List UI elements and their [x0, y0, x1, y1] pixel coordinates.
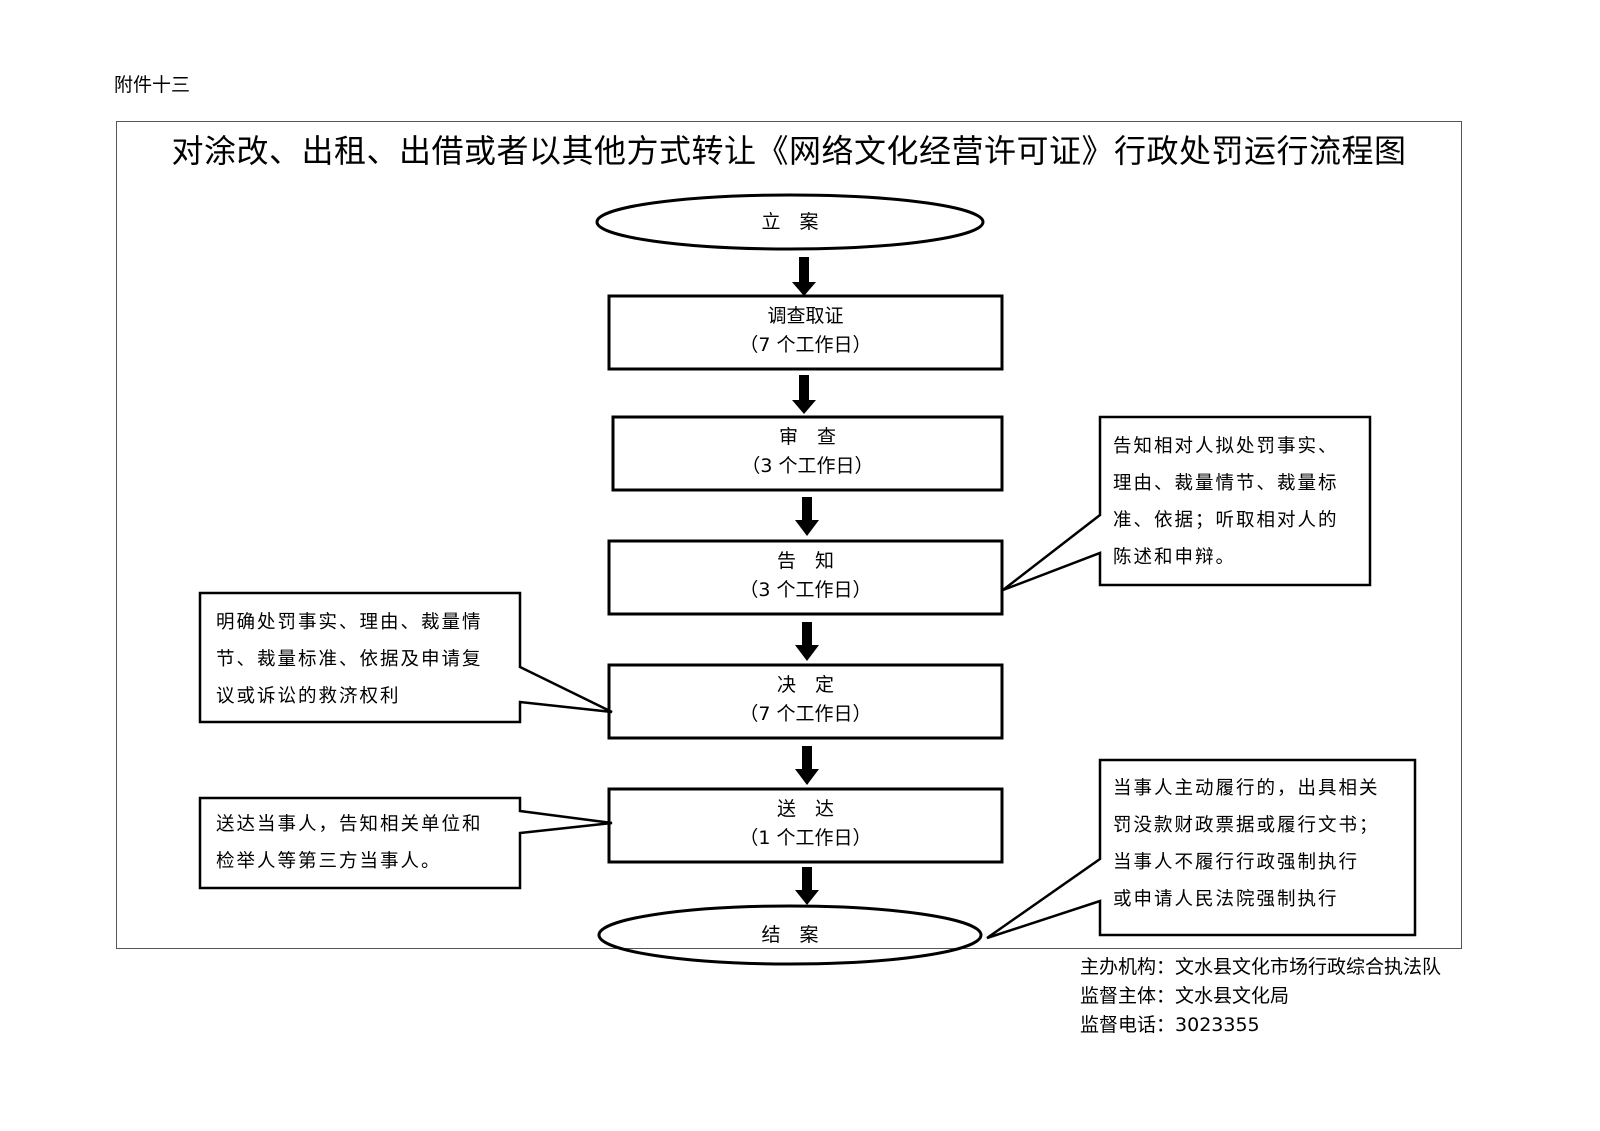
step-investigate-box	[607, 294, 1004, 371]
callout-deliver-shape	[198, 796, 613, 890]
footer-info: 主办机构：文水县文化市场行政综合执法队 监督主体：文水县文化局 监督电话：302…	[1080, 953, 1441, 1040]
start-terminal-shape	[595, 193, 985, 251]
step-end-label: 结 案	[761, 924, 819, 946]
phone-value: 3023355	[1175, 1014, 1260, 1036]
step-start-label: 立 案	[761, 211, 819, 233]
phone-label: 监督电话：	[1080, 1014, 1176, 1036]
phone-row: 监督电话：3023355	[1080, 1011, 1441, 1040]
supervisor-row: 监督主体：文水县文化局	[1080, 982, 1441, 1011]
note-notify: 告知相对人拟处罚事实、 理由、裁量情节、裁量标 准、依据；听取相对人的 陈述和申…	[1113, 428, 1339, 576]
note-line: 检举人等第三方当事人。	[216, 851, 442, 872]
end-terminal-shape	[597, 904, 983, 966]
step-decide-box	[607, 663, 1004, 740]
arrow-down-icon	[795, 497, 819, 536]
callout-close-shape	[986, 758, 1417, 940]
step-deliver: 送 达 （1 个工作日）	[609, 795, 1002, 853]
note-line: 或申请人民法院强制执行	[1113, 889, 1339, 910]
diagram-frame	[116, 121, 1462, 949]
arrow-down-icon	[792, 375, 816, 414]
note-line: 当事人不履行行政强制执行	[1113, 852, 1360, 873]
note-line: 议或诉讼的救济权利	[216, 686, 401, 707]
step-notify: 告 知 （3 个工作日）	[609, 547, 1002, 605]
step-review-duration: （3 个工作日）	[741, 455, 874, 477]
note-decide: 明确处罚事实、理由、裁量情 节、裁量标准、依据及申请复 议或诉讼的救济权利	[216, 604, 483, 715]
supervisor-label: 监督主体：	[1080, 985, 1176, 1007]
note-line: 节、裁量标准、依据及申请复	[216, 649, 483, 670]
step-review-label: 审 查	[778, 426, 836, 448]
organizer-value: 文水县文化市场行政综合执法队	[1175, 956, 1442, 978]
diagram-title: 对涂改、出租、出借或者以其他方式转让《网络文化经营许可证》行政处罚运行流程图	[171, 132, 1407, 170]
step-decide-duration: （7 个工作日）	[739, 703, 872, 725]
note-deliver: 送达当事人，告知相关单位和 检举人等第三方当事人。	[216, 806, 483, 880]
step-decide-label: 决 定	[776, 674, 834, 696]
note-line: 准、依据；听取相对人的	[1113, 510, 1339, 531]
note-line: 陈述和申辩。	[1113, 547, 1237, 568]
arrow-down-icon	[795, 622, 819, 661]
flow-arrows	[792, 257, 819, 905]
arrow-down-icon	[795, 746, 819, 785]
step-review-box	[611, 415, 1004, 492]
step-notify-box	[607, 539, 1004, 616]
note-line: 理由、裁量情节、裁量标	[1113, 473, 1339, 494]
callout-decide-shape	[198, 591, 613, 724]
note-line: 明确处罚事实、理由、裁量情	[216, 612, 483, 633]
step-investigate-label: 调查取证	[767, 305, 844, 327]
step-decide: 决 定 （7 个工作日）	[609, 671, 1002, 729]
step-deliver-label: 送 达	[776, 798, 834, 820]
step-investigate: 调查取证 （7 个工作日）	[609, 302, 1002, 360]
step-review: 审 查 （3 个工作日）	[613, 423, 1002, 481]
step-deliver-duration: （1 个工作日）	[739, 827, 872, 849]
arrow-down-icon	[792, 257, 816, 296]
attachment-label: 附件十三	[114, 74, 191, 96]
step-investigate-duration: （7 个工作日）	[739, 334, 872, 356]
note-line: 罚没款财政票据或履行文书；	[1113, 815, 1380, 836]
note-line: 送达当事人，告知相关单位和	[216, 814, 483, 835]
note-line: 告知相对人拟处罚事实、	[1113, 436, 1339, 457]
callout-notify-shape	[1002, 415, 1372, 592]
step-notify-label: 告 知	[776, 550, 834, 572]
step-deliver-box	[607, 787, 1004, 864]
organizer-row: 主办机构：文水县文化市场行政综合执法队	[1080, 953, 1441, 982]
step-notify-duration: （3 个工作日）	[739, 579, 872, 601]
supervisor-value: 文水县文化局	[1175, 985, 1290, 1007]
arrow-down-icon	[795, 867, 819, 905]
note-close: 当事人主动履行的，出具相关 罚没款财政票据或履行文书； 当事人不履行行政强制执行…	[1113, 770, 1380, 918]
organizer-label: 主办机构：	[1080, 956, 1176, 978]
note-line: 当事人主动履行的，出具相关	[1113, 778, 1380, 799]
